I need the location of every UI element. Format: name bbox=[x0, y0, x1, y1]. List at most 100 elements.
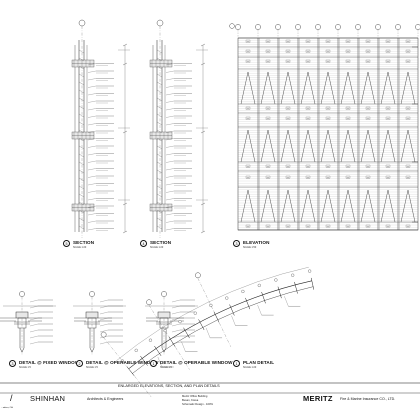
linework bbox=[156, 89, 163, 94]
view-title: DETAIL @ OPERABLE WINDOW bbox=[86, 360, 159, 365]
mullion-tag bbox=[163, 329, 167, 333]
linework bbox=[122, 202, 128, 206]
mullion-tag bbox=[291, 273, 295, 277]
elevation-frame bbox=[237, 37, 419, 231]
panel-chevron bbox=[240, 129, 256, 163]
view-scale: SCALE 1:20 bbox=[243, 366, 257, 369]
grid-bubble bbox=[229, 23, 235, 29]
dimension-arc bbox=[116, 267, 309, 361]
linework bbox=[156, 65, 163, 70]
linework bbox=[171, 299, 181, 303]
linework bbox=[165, 198, 175, 201]
linework bbox=[78, 129, 85, 134]
window-details-drawing bbox=[0, 291, 198, 355]
frame-profile bbox=[87, 317, 97, 329]
linework bbox=[156, 49, 163, 54]
linework bbox=[78, 161, 85, 166]
mullion-tag bbox=[120, 359, 124, 363]
panel-chevron bbox=[360, 129, 376, 163]
mullion bbox=[245, 297, 251, 310]
architect-tagline: Architects & Engineers bbox=[87, 397, 124, 401]
panel-chevron bbox=[280, 189, 296, 223]
linework bbox=[122, 230, 128, 234]
linework bbox=[156, 129, 163, 134]
view-scale: SCALE 1:5 bbox=[86, 366, 98, 369]
linework bbox=[200, 130, 206, 134]
linework bbox=[78, 217, 85, 222]
linework bbox=[87, 183, 97, 186]
linework bbox=[165, 220, 175, 223]
linework bbox=[165, 175, 175, 178]
grid-bubble bbox=[275, 24, 281, 30]
linework bbox=[156, 193, 163, 198]
linework bbox=[165, 93, 175, 96]
view-scale: SCALE 1:20 bbox=[150, 246, 164, 249]
linework bbox=[156, 217, 163, 222]
linework bbox=[87, 228, 97, 231]
linework bbox=[171, 335, 181, 339]
linework bbox=[29, 305, 39, 309]
linework bbox=[165, 190, 175, 193]
panel-chevron bbox=[320, 129, 336, 163]
section-5-drawing bbox=[71, 19, 130, 238]
view-number-bubble: 1 bbox=[150, 360, 157, 367]
mullion bbox=[183, 327, 190, 339]
linework bbox=[165, 85, 175, 88]
linework bbox=[78, 185, 85, 190]
linework bbox=[200, 202, 206, 206]
linework bbox=[165, 63, 175, 66]
view-scale: SCALE 1:20 bbox=[73, 246, 87, 249]
linework bbox=[78, 169, 85, 174]
panel-chevron bbox=[400, 71, 416, 105]
linework bbox=[87, 123, 97, 126]
linework bbox=[165, 123, 175, 126]
linework bbox=[284, 296, 289, 307]
linework bbox=[78, 105, 85, 110]
linework bbox=[78, 145, 85, 150]
panel-chevron bbox=[340, 71, 356, 105]
frame-profile bbox=[15, 311, 29, 319]
linework bbox=[156, 121, 163, 126]
linework bbox=[156, 225, 163, 230]
grid-bubble bbox=[415, 24, 420, 30]
linework bbox=[99, 305, 109, 309]
view-title: PLAN DETAIL bbox=[243, 360, 275, 365]
linework bbox=[156, 153, 163, 158]
linework bbox=[165, 130, 175, 133]
linework bbox=[156, 97, 163, 102]
grid-line bbox=[148, 305, 190, 370]
linework bbox=[78, 73, 85, 78]
linework bbox=[165, 100, 175, 103]
linework bbox=[231, 315, 236, 326]
linework bbox=[29, 299, 39, 303]
linework bbox=[78, 225, 85, 230]
linework bbox=[165, 228, 175, 231]
view-title: SECTION bbox=[73, 240, 95, 245]
linework bbox=[87, 160, 97, 163]
linework bbox=[78, 193, 85, 198]
panel-chevron bbox=[320, 71, 336, 105]
panel-chevron bbox=[400, 189, 416, 223]
linework bbox=[78, 201, 85, 206]
client-name: MERITZ bbox=[303, 394, 333, 403]
mullion bbox=[140, 355, 148, 366]
linework bbox=[200, 62, 206, 66]
grid-bubble bbox=[156, 19, 164, 27]
linework bbox=[29, 311, 39, 315]
linework bbox=[165, 78, 175, 81]
panel-chevron bbox=[300, 189, 316, 223]
linework bbox=[87, 70, 97, 73]
linework bbox=[156, 145, 163, 150]
architect-name: SHINHAN bbox=[30, 394, 66, 403]
panel-chevron bbox=[360, 189, 376, 223]
view-title: DETAIL @ FIXED WINDOW bbox=[19, 360, 80, 365]
mullion-tag bbox=[193, 311, 197, 315]
panel-chevron bbox=[380, 71, 396, 105]
frame-profile bbox=[159, 317, 169, 329]
linework bbox=[165, 183, 175, 186]
grid-bubble bbox=[355, 24, 361, 30]
linework bbox=[156, 105, 163, 110]
panel-chevron bbox=[380, 129, 396, 163]
linework bbox=[78, 81, 85, 86]
